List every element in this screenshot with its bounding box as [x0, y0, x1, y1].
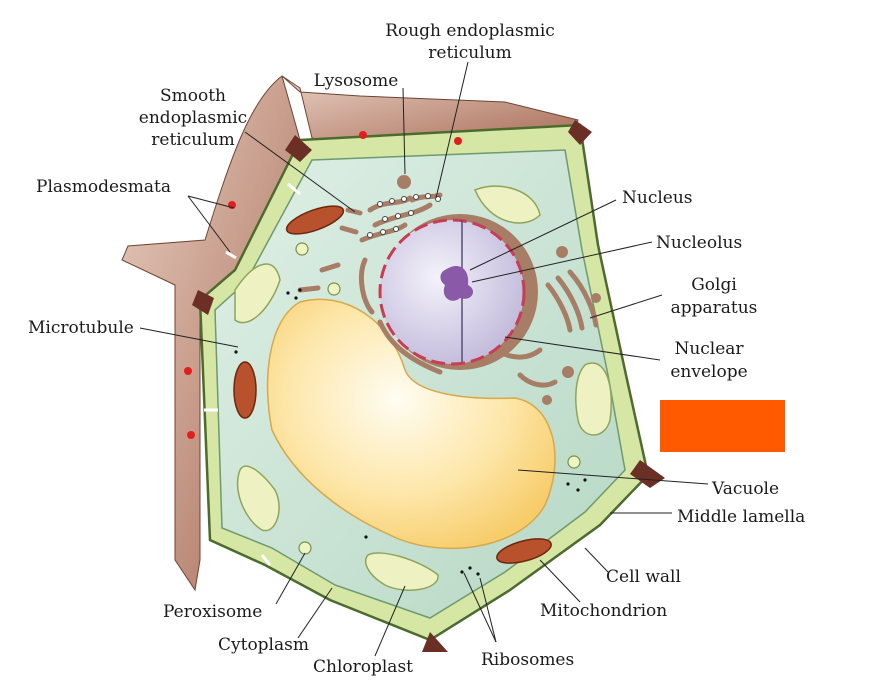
label-nuclear-envelope-line2: envelope [670, 362, 747, 382]
lysosome [397, 175, 411, 189]
chloroplasts [234, 185, 612, 591]
label-peroxisome: Peroxisome [163, 602, 262, 622]
mitochondria [233, 205, 552, 564]
label-lysosome: Lysosome [314, 71, 399, 91]
middle-lamella [192, 120, 665, 652]
vacuole [266, 298, 556, 550]
free-ribosomes [234, 288, 587, 576]
label-smooth-er-line3: reticulum [151, 130, 234, 150]
nucleus [378, 214, 538, 370]
label-nuclear-envelope-line1: Nuclear [674, 339, 744, 359]
labels: Rough endoplasmic reticulum Lysosome Smo… [28, 21, 805, 677]
vesicles [397, 175, 601, 405]
label-cell-wall: Cell wall [606, 567, 681, 587]
label-smooth-er-line1: Smooth [160, 86, 226, 106]
label-golgi-line2: apparatus [671, 298, 758, 318]
leader-lines [139, 61, 709, 657]
label-chloroplast: Chloroplast [313, 657, 413, 677]
label-mitochondrion: Mitochondrion [540, 601, 667, 621]
label-rough-er-line1: Rough endoplasmic [385, 21, 555, 41]
label-middle-lamella: Middle lamella [677, 507, 805, 527]
nucleolus [440, 265, 474, 301]
rough-er-ribosomes [367, 193, 441, 238]
label-ribosomes: Ribosomes [481, 650, 574, 670]
label-microtubule: Microtubule [28, 318, 134, 338]
label-nucleolus: Nucleolus [656, 233, 742, 253]
highlight-box [660, 400, 785, 452]
label-smooth-er-line2: endoplasmic [139, 108, 247, 128]
red-markers [184, 131, 462, 439]
label-plasmodesmata: Plasmodesmata [36, 177, 171, 197]
label-cytoplasm: Cytoplasm [218, 635, 309, 655]
label-vacuole: Vacuole [711, 479, 779, 499]
peroxisomes [295, 242, 581, 555]
golgi-apparatus [545, 269, 599, 333]
label-nucleus: Nucleus [622, 188, 693, 208]
label-golgi-line1: Golgi [691, 275, 737, 295]
label-rough-er-line2: reticulum [428, 43, 511, 63]
plasmodesmata-channels [204, 182, 640, 566]
smooth-endoplasmic-reticulum [297, 207, 558, 388]
